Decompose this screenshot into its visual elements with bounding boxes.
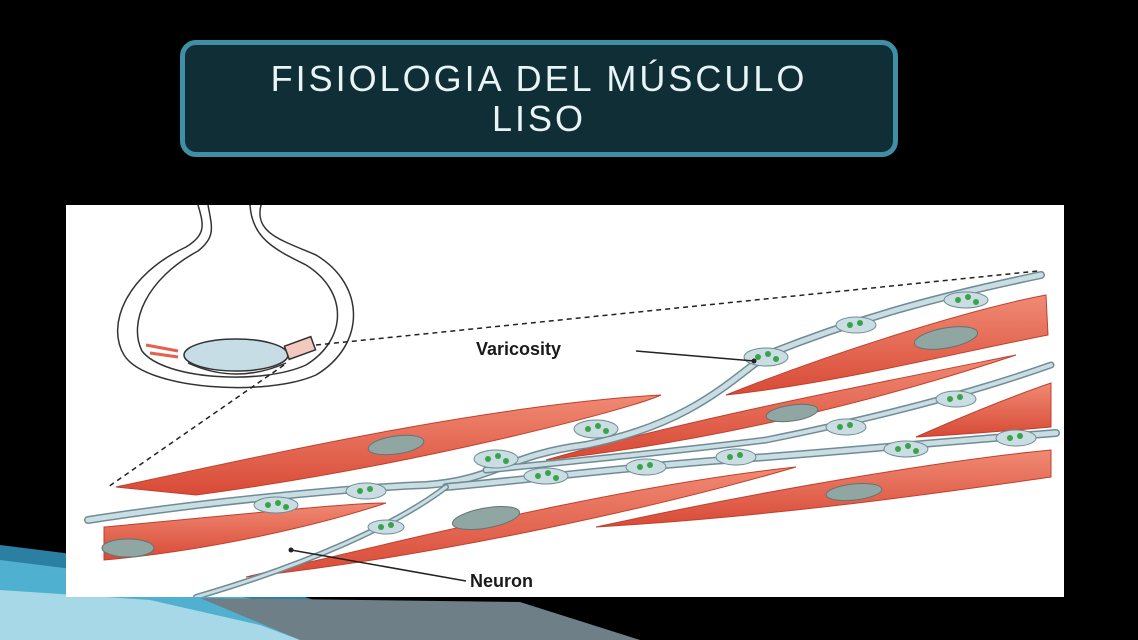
- nucleus: [101, 538, 155, 558]
- muscle-cell: [103, 502, 387, 561]
- nucleus: [825, 483, 883, 501]
- slide-title-line-2: LISO: [491, 97, 587, 139]
- diagram-illustration: [84, 205, 1060, 597]
- varicosities: [253, 291, 1037, 535]
- varicosity: [835, 316, 877, 334]
- organ-inset: [116, 205, 355, 389]
- neuron-fibers: [84, 271, 1060, 597]
- varicosity: [625, 458, 667, 476]
- nuclei: [101, 326, 979, 558]
- muscle-cells: [103, 294, 1052, 578]
- muscle-cell: [915, 382, 1052, 438]
- muscle-cell: [725, 294, 1049, 396]
- muscle-cell: [595, 449, 1052, 528]
- varicosity: [715, 448, 757, 466]
- varicosity: [825, 418, 867, 436]
- varicosity: [883, 440, 929, 458]
- slide-title-line-1: FISIOLOGIA DEL MÚSCULO: [270, 57, 808, 99]
- varicosity: [743, 347, 789, 367]
- label-varicosity: Varicosity: [476, 339, 562, 359]
- zoom-line-top: [315, 270, 1039, 346]
- varicosity: [995, 429, 1037, 447]
- varicosity: [573, 419, 619, 439]
- smooth-muscle-diagram: Varicosity Neuron: [66, 205, 1064, 597]
- varicosity: [523, 467, 569, 485]
- varicosity: [943, 291, 989, 309]
- neuron-pointer: [290, 549, 467, 582]
- varicosity: [473, 449, 519, 469]
- varicosity-pointer: [635, 350, 755, 362]
- varicosity: [367, 519, 405, 535]
- slide-title-box: FISIOLOGIA DEL MÚSCULO LISO: [180, 40, 898, 157]
- muscle-cell: [245, 466, 797, 578]
- nucleus: [451, 506, 521, 530]
- nucleus: [765, 403, 819, 423]
- label-neuron: Neuron: [470, 571, 533, 591]
- varicosity: [253, 496, 299, 514]
- nucleus: [367, 434, 425, 456]
- varicosity: [345, 482, 387, 500]
- varicosity: [935, 390, 977, 408]
- nucleus: [913, 326, 979, 350]
